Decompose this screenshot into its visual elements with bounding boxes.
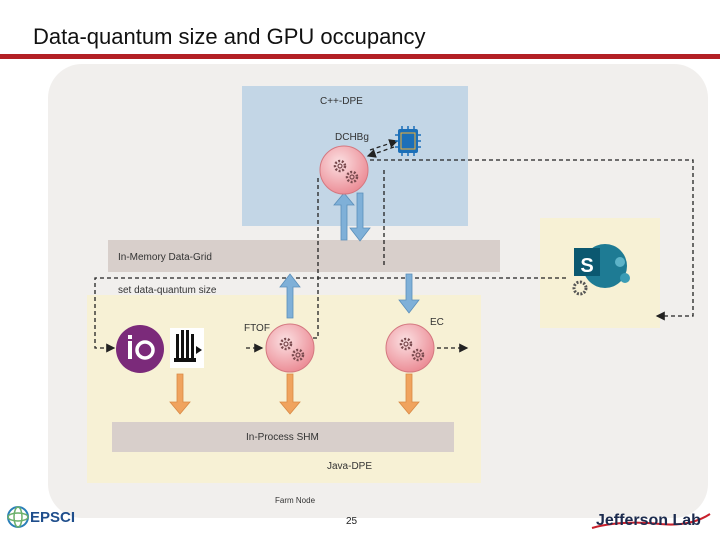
cpp-dpe-label: C++-DPE [320, 96, 363, 107]
service-node-dchbg [319, 145, 369, 195]
connector-from-gpu [366, 146, 395, 158]
orange-arrow-ec [398, 373, 420, 415]
orange-arrow-ftof [279, 373, 301, 415]
gauge-icon [170, 328, 204, 368]
service-node-ftof [265, 323, 315, 373]
jefferson-lab-logo [591, 513, 711, 529]
java-dpe-label: Java-DPE [327, 461, 373, 472]
epsci-logo-text: EPSCI [30, 509, 76, 526]
io-logo-icon [116, 325, 164, 373]
farm-node-label: Farm Node [275, 496, 316, 505]
blue-arrow-up-ftof [279, 273, 301, 319]
set-quantum-label: set data-quantum size [118, 285, 217, 296]
data-grid-label: In-Memory Data-Grid [118, 252, 212, 263]
data-grid-bar [108, 240, 500, 272]
connector-to-gpu [369, 139, 399, 151]
page-number: 25 [346, 516, 358, 527]
slide-title: Data-quantum size and GPU occupancy [33, 24, 426, 49]
dchbg-label: DCHBg [335, 132, 369, 143]
gpu-chip-icon [395, 126, 421, 156]
blue-arrow-down-cpp [349, 192, 371, 242]
ftof-label: FTOF [244, 323, 270, 334]
ec-label: EC [430, 317, 444, 328]
shm-label: In-Process SHM [246, 432, 319, 443]
connector-set-quantum [94, 277, 566, 353]
shm-bar [112, 422, 454, 452]
sharepoint-icon: S [572, 244, 630, 296]
jefferson-lab-logo-text: Jefferson Lab [596, 512, 701, 529]
blue-arrow-up-cpp [333, 192, 355, 241]
connector-dchbg-orchestrator [370, 159, 694, 321]
blue-arrow-down-ec [398, 273, 420, 314]
orange-arrow-io [169, 373, 191, 415]
service-node-ec [385, 323, 435, 373]
connector-dchbg-ftof [270, 178, 319, 339]
title-rule [0, 54, 720, 59]
epsci-logo [7, 506, 29, 528]
svg-text:S: S [580, 255, 593, 277]
